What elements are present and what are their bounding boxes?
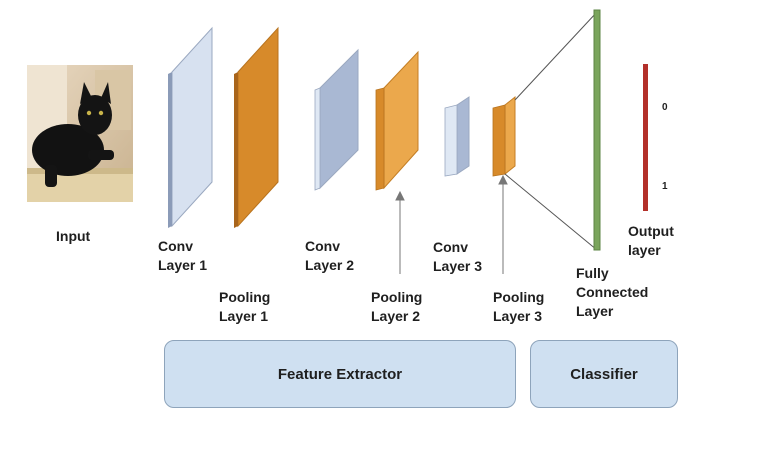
pooling-layer-3-block [492, 95, 516, 177]
feature-extractor-panel: Feature Extractor [164, 340, 516, 408]
fully-connected-bar [593, 9, 601, 251]
conv-layer-2-block [314, 48, 359, 191]
pooling-layer-2-block [375, 50, 419, 191]
output-index-0: 0 [662, 102, 668, 113]
feature-extractor-label: Feature Extractor [277, 365, 403, 383]
pointer-arrows [395, 174, 508, 274]
input-label: Input [56, 228, 91, 244]
classifier-label: Classifier [570, 365, 638, 383]
input-image [27, 65, 133, 202]
pooling-layer-1-label: Pooling Layer 1 [219, 289, 271, 324]
conv-layer-1-label: Conv Layer 1 [158, 238, 208, 273]
output-layer-bar [643, 64, 648, 211]
output-index-1: 1 [662, 181, 668, 192]
fully-connected-label: Fully Connected Layer [576, 265, 649, 319]
fc-connection-lines [504, 11, 598, 251]
pooling-layer-2-label: Pooling Layer 2 [371, 289, 423, 324]
conv-layer-1-block [168, 26, 213, 228]
output-layer-label: Output layer [628, 223, 674, 258]
pooling-layer-3-label: Pooling Layer 3 [493, 289, 545, 324]
conv-layer-3-label: Conv Layer 3 [433, 239, 483, 274]
conv-layer-2-label: Conv Layer 2 [305, 238, 355, 273]
classifier-panel: Classifier [530, 340, 678, 408]
pooling-layer-1-block [234, 26, 279, 228]
conv-layer-3-block [444, 96, 470, 177]
